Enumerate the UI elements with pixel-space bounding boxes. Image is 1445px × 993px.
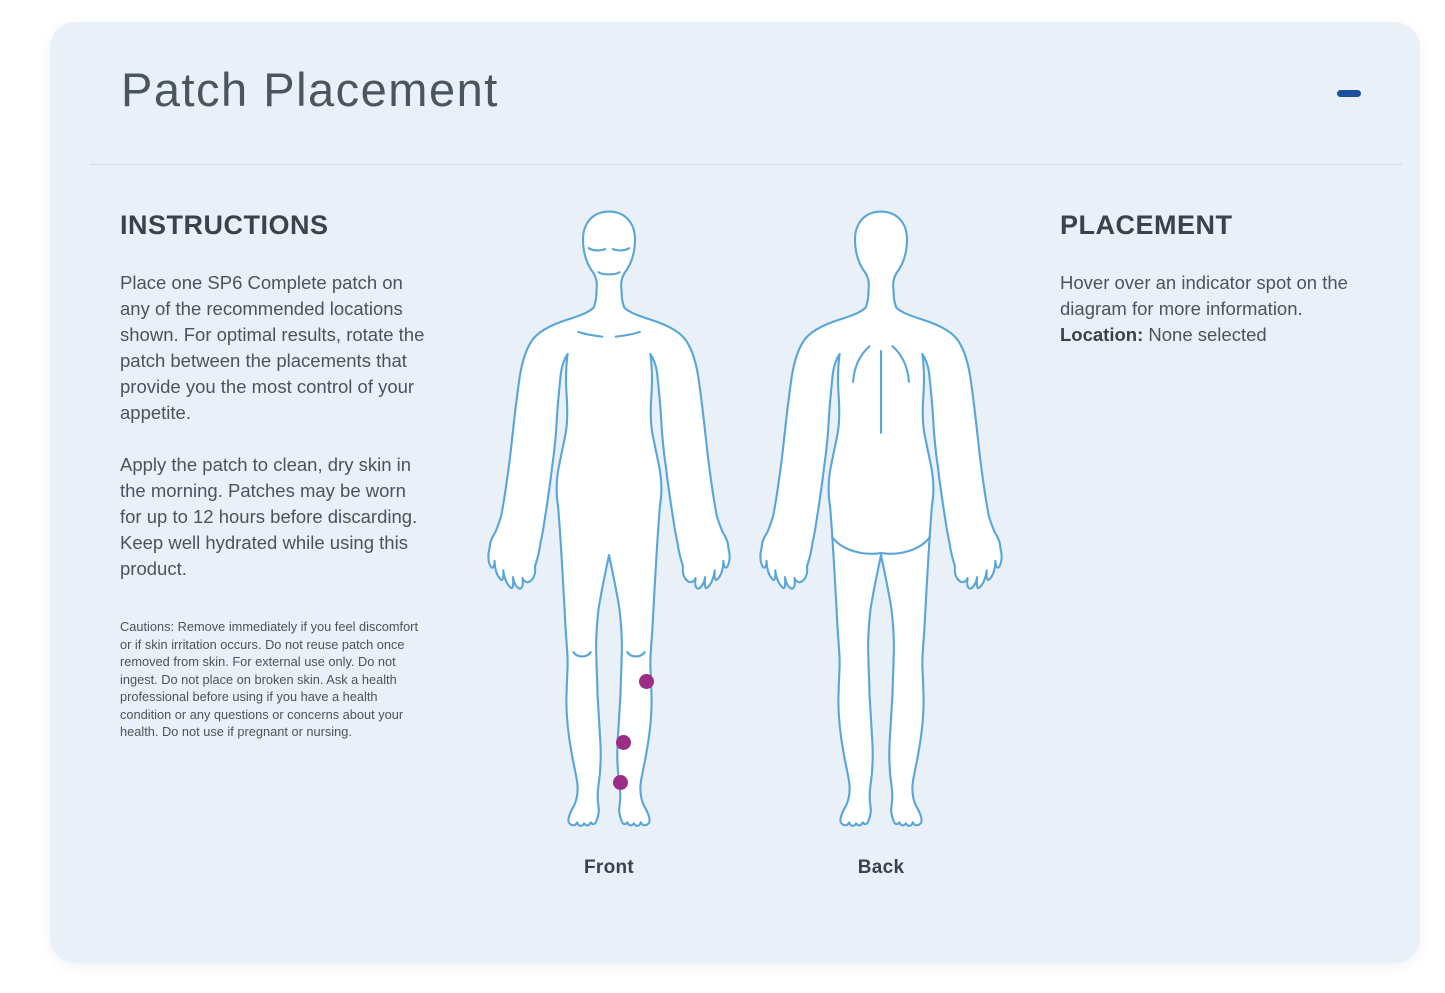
placement-section: PLACEMENT Hover over an indicator spot o… bbox=[1060, 210, 1360, 348]
instructions-paragraph-2: Apply the patch to clean, dry skin in th… bbox=[120, 454, 418, 579]
mouth-line bbox=[597, 271, 621, 276]
buttocks-line bbox=[830, 535, 932, 555]
left-scapula-line bbox=[852, 345, 871, 383]
location-label: Location: bbox=[1060, 324, 1144, 345]
minus-icon bbox=[1337, 89, 1361, 97]
instructions-paragraph-1: Place one SP6 Complete patch on any of t… bbox=[120, 272, 425, 423]
location-value: None selected bbox=[1148, 324, 1267, 345]
back-body-outline bbox=[759, 210, 1003, 827]
instructions-section: INSTRUCTIONS Place one SP6 Complete patc… bbox=[120, 210, 428, 741]
indicator-spot-2[interactable] bbox=[616, 735, 631, 750]
left-eye-icon bbox=[587, 247, 607, 252]
back-body-diagram bbox=[759, 210, 1003, 827]
right-eye-icon bbox=[611, 247, 631, 252]
front-body-outline bbox=[487, 210, 731, 827]
page-title: Patch Placement bbox=[121, 63, 499, 116]
right-scapula-line bbox=[891, 345, 910, 383]
placement-hint: Hover over an indicator spot on the diag… bbox=[1060, 272, 1348, 319]
collapse-button[interactable] bbox=[1325, 76, 1373, 110]
patch-placement-card: Patch Placement INSTRUCTIONS Place one S… bbox=[50, 22, 1420, 963]
indicator-spot-3[interactable] bbox=[613, 775, 628, 790]
right-collarbone-line bbox=[614, 330, 641, 338]
back-label: Back bbox=[857, 857, 905, 878]
header-divider bbox=[90, 164, 1402, 165]
cautions-text: Cautions: Remove immediately if you feel… bbox=[120, 619, 419, 739]
left-knee-line bbox=[572, 651, 592, 658]
front-label: Front bbox=[583, 857, 635, 878]
location-line: Location: None selected bbox=[1060, 322, 1360, 348]
front-figure: Front bbox=[483, 202, 735, 879]
instructions-heading: INSTRUCTIONS bbox=[120, 210, 329, 240]
left-collarbone-line bbox=[577, 330, 604, 338]
right-knee-line bbox=[626, 651, 646, 658]
placement-heading: PLACEMENT bbox=[1060, 210, 1233, 240]
indicator-spot-1[interactable] bbox=[639, 674, 654, 689]
front-body-diagram bbox=[487, 210, 731, 827]
back-figure: Back bbox=[755, 202, 1007, 879]
